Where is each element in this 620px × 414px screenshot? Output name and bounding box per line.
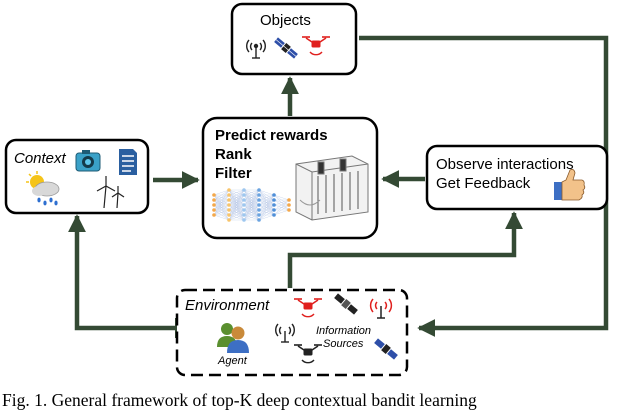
edge-environment-to-observe bbox=[287, 211, 523, 288]
camera-icon bbox=[75, 150, 101, 172]
satellite-icon bbox=[334, 293, 358, 315]
context-label: Context bbox=[14, 150, 67, 167]
observe-line-1: Observe interactions bbox=[436, 156, 574, 173]
sources-line-1: Information bbox=[316, 325, 371, 337]
satellite-icon bbox=[274, 37, 298, 59]
neural-network-icon bbox=[212, 188, 291, 222]
wind-turbine-icon bbox=[96, 176, 125, 209]
drone-icon bbox=[294, 344, 322, 364]
framework-diagram: Objects Context bbox=[4, 2, 609, 377]
edge-environment-to-context bbox=[68, 214, 176, 331]
thumbs-up-icon bbox=[554, 169, 586, 201]
drone-icon bbox=[302, 36, 330, 56]
observe-line-2: Get Feedback bbox=[436, 175, 531, 192]
weather-icon bbox=[26, 171, 60, 206]
environment-node: Environment Agent In bbox=[175, 288, 409, 377]
predict-node: Predict rewards Rank Filter bbox=[201, 116, 379, 240]
document-icon bbox=[119, 149, 137, 175]
environment-label: Environment bbox=[185, 297, 270, 314]
predict-line-1: Predict rewards bbox=[215, 127, 328, 144]
satellite-icon bbox=[374, 338, 398, 360]
objects-label: Objects bbox=[260, 12, 311, 29]
antenna-icon bbox=[246, 39, 266, 59]
antenna-icon bbox=[369, 298, 393, 319]
sources-line-2: Sources bbox=[323, 338, 364, 350]
context-node: Context bbox=[4, 138, 150, 215]
drone-icon bbox=[294, 298, 322, 318]
predict-line-3: Filter bbox=[215, 165, 252, 182]
server-rack-icon bbox=[295, 155, 369, 221]
objects-node: Objects bbox=[230, 2, 358, 76]
agent-label: Agent bbox=[217, 355, 248, 367]
antenna-icon bbox=[275, 323, 295, 343]
agent-icon bbox=[217, 323, 249, 353]
predict-line-2: Rank bbox=[215, 146, 252, 163]
observe-node: Observe interactions Get Feedback bbox=[425, 144, 609, 211]
figure-caption: Fig. 1. General framework of top-K deep … bbox=[2, 390, 477, 410]
